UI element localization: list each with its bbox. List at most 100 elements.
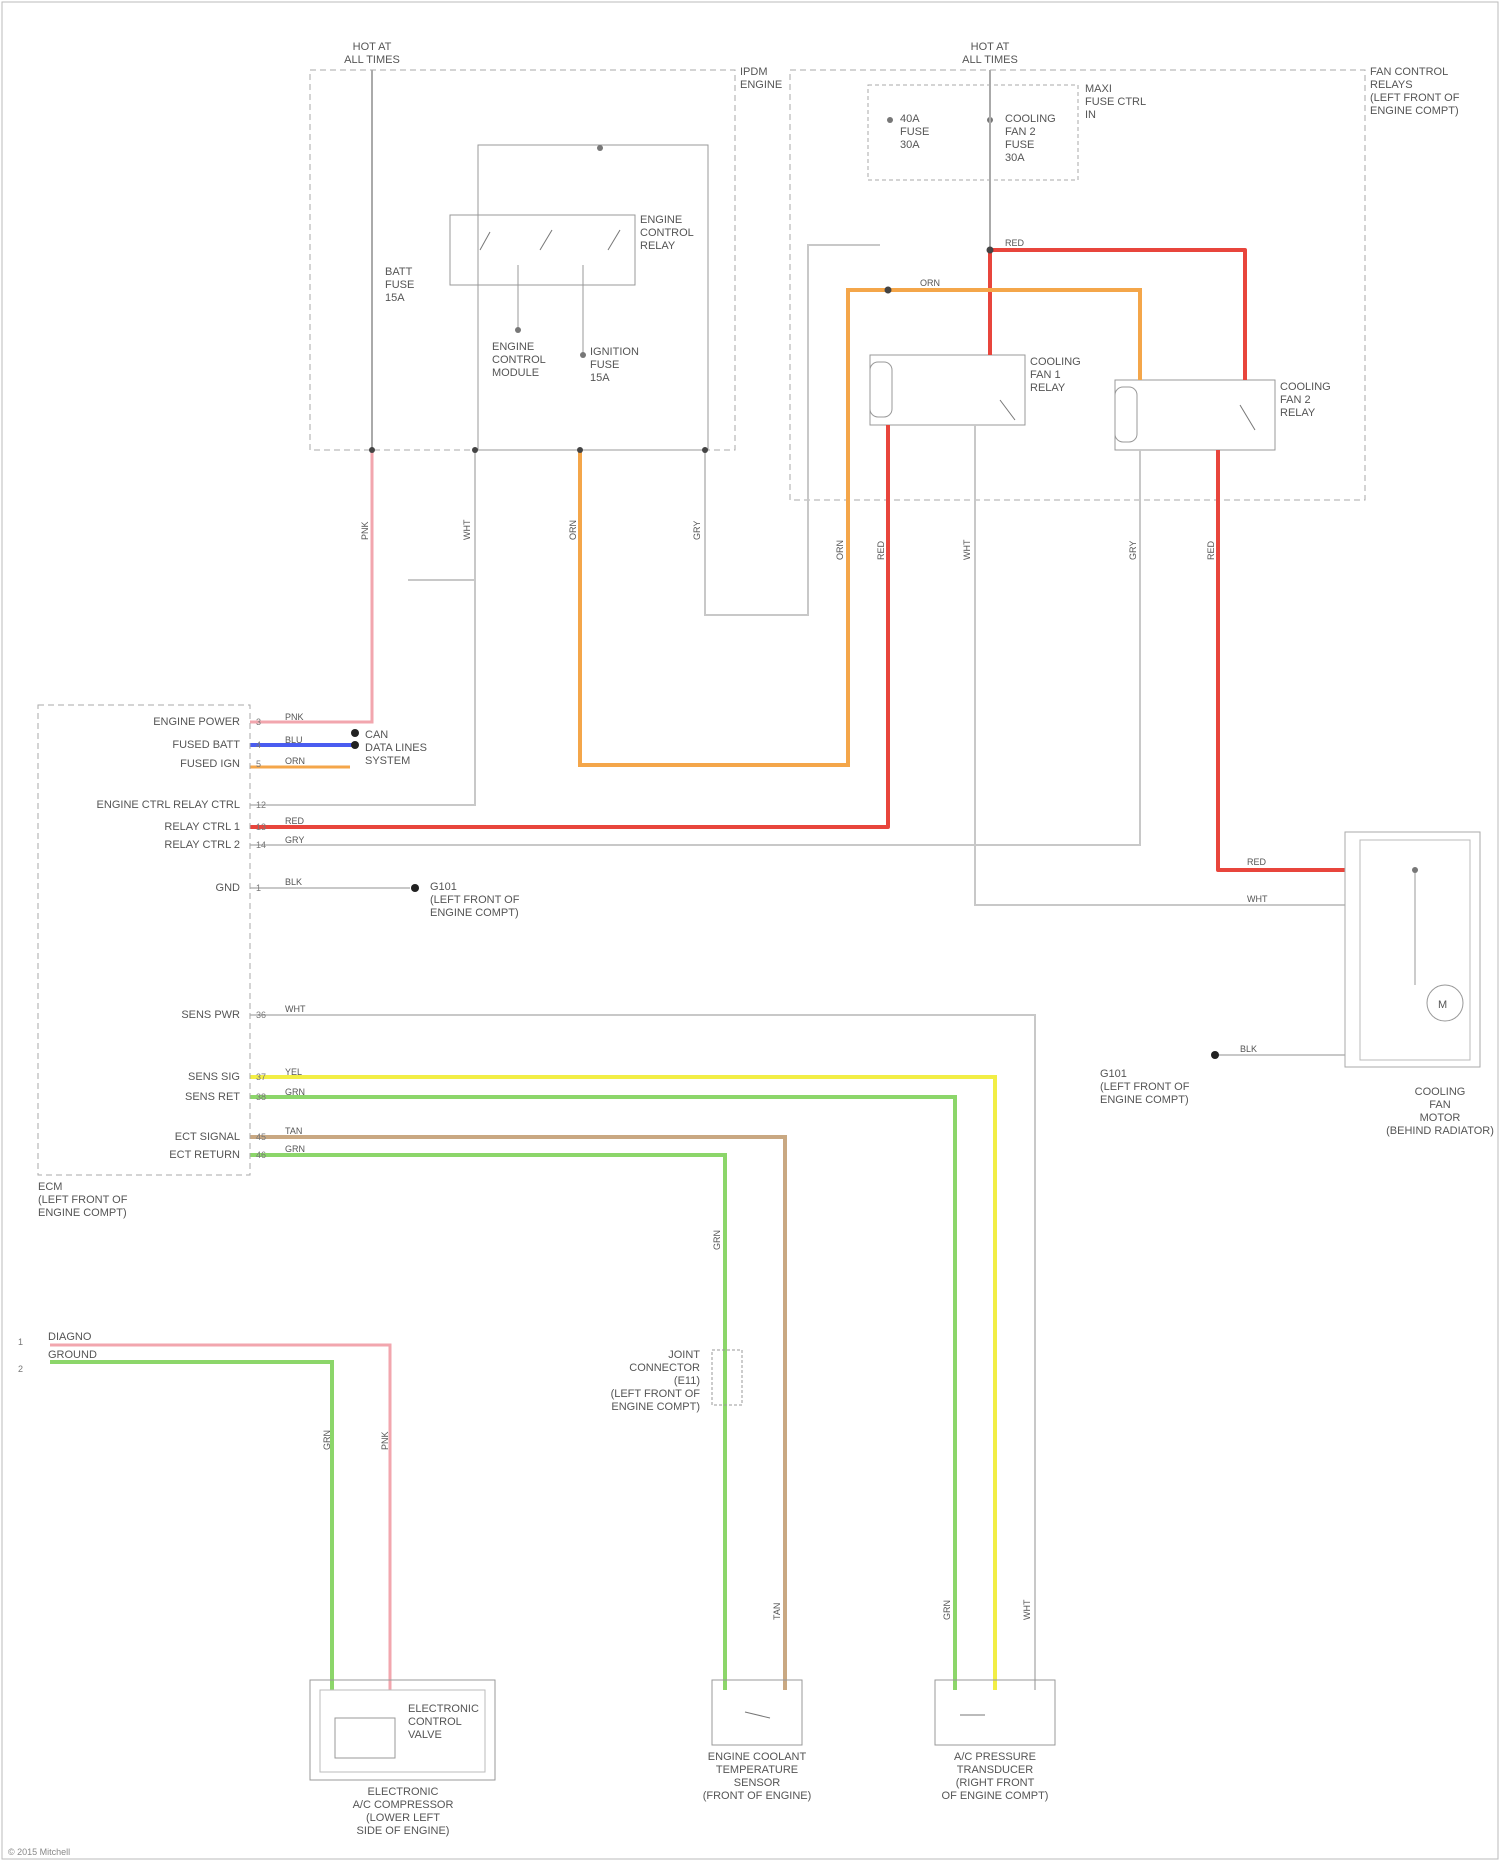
svg-text:FUSE CTRL: FUSE CTRL [1085, 96, 1146, 108]
svg-text:ELECTRONIC: ELECTRONIC [368, 1786, 439, 1798]
credit-text: © 2015 Mitchell [8, 1847, 70, 1857]
svg-text:TAN: TAN [772, 1603, 782, 1620]
svg-text:(LOWER LEFT: (LOWER LEFT [366, 1812, 440, 1824]
svg-text:RED: RED [1005, 238, 1025, 248]
svg-text:MOTOR: MOTOR [1420, 1112, 1461, 1124]
cooling-fan-motor: M COOLING FAN MOTOR (BEHIND RADIATOR) [1345, 832, 1494, 1137]
svg-text:ENGINE: ENGINE [492, 341, 534, 353]
fan-relay-box: FAN CONTROL RELAYS (LEFT FRONT OF ENGINE… [790, 66, 1460, 500]
svg-text:13: 13 [256, 822, 266, 832]
svg-text:RELAY CTRL 2: RELAY CTRL 2 [164, 839, 240, 851]
svg-text:FUSE: FUSE [385, 279, 414, 291]
svg-text:RED: RED [285, 816, 305, 826]
power-source-left: HOT AT ALL TIMES [344, 41, 400, 66]
svg-text:ALL TIMES: ALL TIMES [344, 54, 400, 66]
svg-text:ENGINE COMPT): ENGINE COMPT) [1100, 1094, 1189, 1106]
svg-text:DATA LINES: DATA LINES [365, 742, 427, 754]
svg-text:COOLING: COOLING [1005, 113, 1056, 125]
ipdm-box: IPDM ENGINE ENGINE CONTROL RELAY BATT FU… [310, 66, 782, 450]
svg-text:PNK: PNK [285, 712, 304, 722]
svg-text:5: 5 [256, 759, 261, 769]
svg-text:GRY: GRY [692, 521, 702, 540]
svg-text:36: 36 [256, 1010, 266, 1020]
svg-text:A/C PRESSURE: A/C PRESSURE [954, 1751, 1036, 1763]
svg-text:BATT: BATT [385, 266, 413, 278]
ac-compressor: ELECTRONIC CONTROL VALVE ELECTRONIC A/C … [310, 1680, 495, 1837]
svg-text:(LEFT FRONT OF: (LEFT FRONT OF [1100, 1081, 1190, 1093]
svg-text:WHT: WHT [1022, 1599, 1032, 1620]
svg-text:M: M [1438, 999, 1447, 1011]
svg-text:ENGINE COMPT): ENGINE COMPT) [38, 1207, 127, 1219]
power-source-right: HOT AT ALL TIMES [962, 41, 1018, 66]
svg-text:ENGINE COMPT): ENGINE COMPT) [1370, 105, 1459, 117]
svg-text:46: 46 [256, 1150, 266, 1160]
svg-text:ORN: ORN [285, 756, 305, 766]
svg-text:(LEFT FRONT OF: (LEFT FRONT OF [611, 1388, 701, 1400]
svg-text:SIDE OF ENGINE): SIDE OF ENGINE) [357, 1825, 450, 1837]
svg-text:DIAGNO: DIAGNO [48, 1331, 92, 1343]
svg-text:RELAY: RELAY [1280, 407, 1316, 419]
svg-text:ORN: ORN [920, 278, 940, 288]
svg-text:(LEFT FRONT OF: (LEFT FRONT OF [430, 894, 520, 906]
wire-yellow [250, 1077, 995, 1690]
svg-text:BLK: BLK [1240, 1044, 1257, 1054]
svg-text:MODULE: MODULE [492, 367, 539, 379]
svg-text:GRN: GRN [285, 1144, 305, 1154]
joint-connector: JOINT CONNECTOR (E11) (LEFT FRONT OF ENG… [611, 1349, 742, 1413]
svg-text:BLK: BLK [285, 877, 302, 887]
svg-text:38: 38 [256, 1092, 266, 1102]
svg-text:(LEFT FRONT OF: (LEFT FRONT OF [38, 1194, 128, 1206]
svg-text:FAN 2: FAN 2 [1280, 394, 1311, 406]
svg-text:FAN 1: FAN 1 [1030, 369, 1061, 381]
svg-text:FUSE: FUSE [590, 359, 619, 371]
svg-text:PNK: PNK [360, 521, 370, 540]
svg-text:GND: GND [216, 882, 241, 894]
wire-red [250, 250, 1345, 870]
cooling-fan-1-relay [870, 355, 1025, 425]
svg-text:BLU: BLU [285, 735, 303, 745]
svg-text:FUSED IGN: FUSED IGN [180, 758, 240, 770]
svg-text:15A: 15A [385, 292, 405, 304]
svg-text:ENGINE: ENGINE [740, 79, 782, 91]
svg-text:IGNITION: IGNITION [590, 346, 639, 358]
svg-text:RELAYS: RELAYS [1370, 79, 1413, 91]
svg-text:SENS PWR: SENS PWR [181, 1009, 240, 1021]
compressor-inputs: DIAGNO GROUND 1 2 [18, 1331, 97, 1374]
svg-text:ECT RETURN: ECT RETURN [169, 1149, 240, 1161]
svg-text:ENGINE COMPT): ENGINE COMPT) [430, 907, 519, 919]
svg-text:ENGINE COMPT): ENGINE COMPT) [611, 1401, 700, 1413]
svg-text:ENGINE: ENGINE [640, 214, 682, 226]
svg-text:CONTROL: CONTROL [492, 354, 546, 366]
svg-text:CAN: CAN [365, 729, 388, 741]
wire-green [50, 1097, 955, 1690]
svg-text:14: 14 [256, 840, 266, 850]
svg-text:ELECTRONIC: ELECTRONIC [408, 1703, 479, 1715]
svg-text:ORN: ORN [835, 540, 845, 560]
svg-text:ORN: ORN [568, 520, 578, 540]
can-bus-ref: CAN DATA LINES SYSTEM [351, 729, 427, 767]
svg-text:(LEFT FRONT OF: (LEFT FRONT OF [1370, 92, 1460, 104]
svg-text:SENS SIG: SENS SIG [188, 1071, 240, 1083]
svg-text:(RIGHT FRONT: (RIGHT FRONT [956, 1777, 1035, 1789]
svg-text:RED: RED [1247, 857, 1267, 867]
svg-text:45: 45 [256, 1132, 266, 1142]
svg-text:(E11): (E11) [674, 1375, 700, 1387]
svg-text:VALVE: VALVE [408, 1729, 442, 1741]
svg-text:RED: RED [876, 540, 886, 560]
svg-text:(FRONT OF ENGINE): (FRONT OF ENGINE) [703, 1790, 812, 1802]
svg-text:RED: RED [1206, 540, 1216, 560]
svg-text:SENSOR: SENSOR [734, 1777, 781, 1789]
svg-text:SENS RET: SENS RET [185, 1091, 240, 1103]
svg-text:30A: 30A [900, 139, 920, 151]
svg-text:TEMPERATURE: TEMPERATURE [716, 1764, 798, 1776]
svg-text:FUSE: FUSE [900, 126, 929, 138]
svg-text:G101: G101 [430, 881, 457, 893]
svg-text:3: 3 [256, 717, 261, 727]
svg-text:GRY: GRY [285, 835, 304, 845]
svg-text:FAN: FAN [1429, 1099, 1450, 1111]
svg-text:WHT: WHT [1247, 894, 1268, 904]
svg-text:RELAY: RELAY [1030, 382, 1066, 394]
svg-text:37: 37 [256, 1072, 266, 1082]
